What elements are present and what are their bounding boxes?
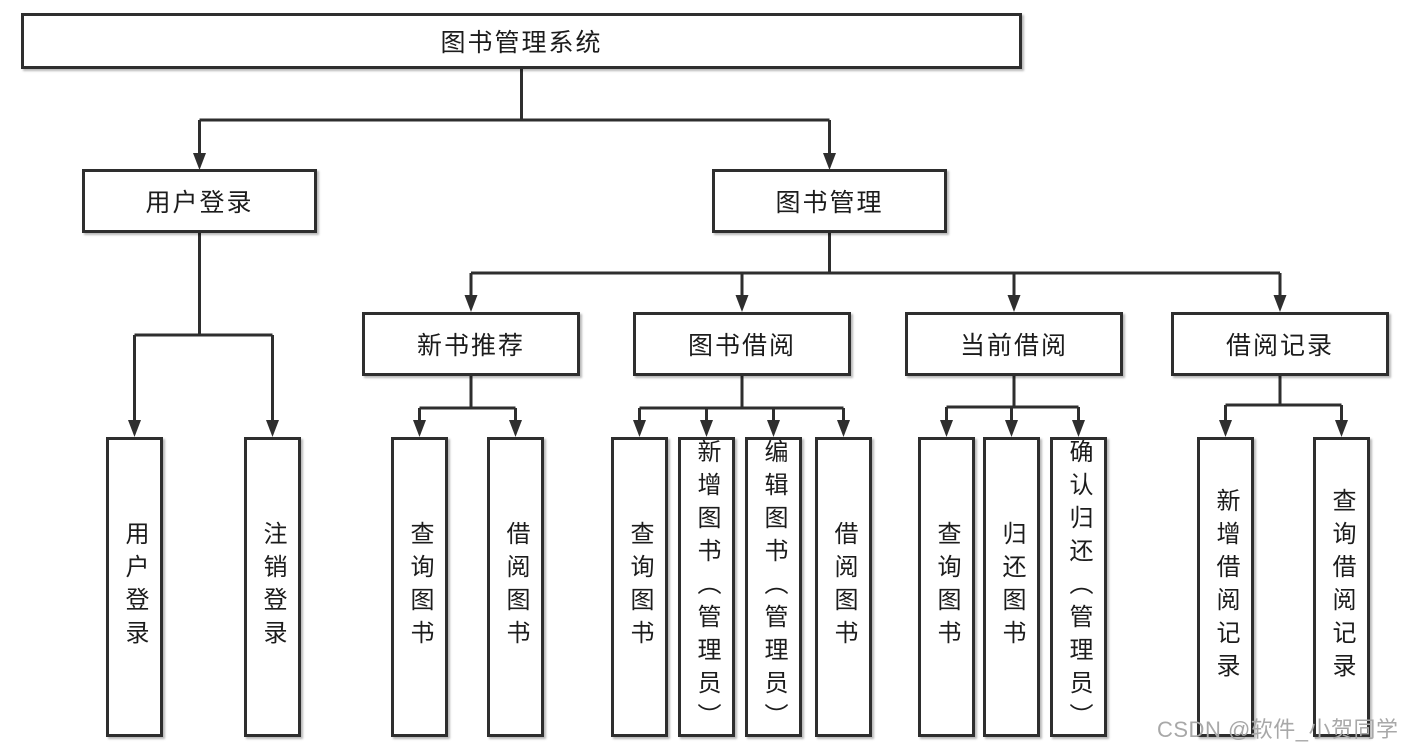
- leaf-logout: 注销登录: [244, 437, 301, 737]
- leaf-query-book-c-label: 查询图书: [933, 521, 960, 653]
- leaf-confirm-return-label: 确认归还（管理员）: [1065, 438, 1092, 736]
- leaf-confirm-return: 确认归还（管理员）: [1050, 437, 1107, 737]
- leaf-query-book-b-label: 查询图书: [626, 521, 653, 653]
- leaf-borrow-book-b-label: 借阅图书: [830, 521, 857, 653]
- node-book-mgmt: 图书管理: [712, 169, 947, 233]
- node-new-book-rec-label: 新书推荐: [416, 332, 525, 360]
- node-library-system-label: 图书管理系统: [440, 29, 603, 57]
- node-current-borrow-label: 当前借阅: [959, 332, 1068, 360]
- node-new-book-rec: 新书推荐: [362, 312, 580, 376]
- connector-root-to-level2: [193, 69, 836, 170]
- node-current-borrow: 当前借阅: [905, 312, 1123, 376]
- leaf-query-book-a: 查询图书: [391, 437, 448, 737]
- leaf-edit-book: 编辑图书（管理员）: [745, 437, 802, 737]
- node-borrow-record-label: 借阅记录: [1225, 332, 1334, 360]
- leaf-borrow-book-a: 借阅图书: [487, 437, 544, 737]
- node-library-system: 图书管理系统: [21, 13, 1022, 69]
- leaf-query-record-label: 查询借阅记录: [1328, 488, 1355, 686]
- connector-borrow-record-to-leaves: [1219, 376, 1348, 437]
- leaf-add-book: 新增图书（管理员）: [678, 437, 735, 737]
- connector-book-borrow-to-leaves: [633, 376, 850, 437]
- connector-current-borrow-to-leaves: [940, 376, 1085, 437]
- csdn-watermark: CSDN @软件_小贺同学: [1157, 717, 1399, 742]
- leaf-borrow-book-b: 借阅图书: [815, 437, 872, 737]
- leaf-return-book-label: 归还图书: [998, 521, 1025, 653]
- node-user-login-label: 用户登录: [145, 189, 254, 217]
- connector-user-login-to-leaves: [128, 233, 279, 437]
- leaf-query-book-b: 查询图书: [611, 437, 668, 737]
- connector-book-mgmt-to-level3: [464, 233, 1287, 312]
- leaf-user-login: 用户登录: [106, 437, 163, 737]
- leaf-add-record-label: 新增借阅记录: [1212, 488, 1239, 686]
- connector-new-book-rec-to-leaves: [413, 376, 522, 437]
- leaf-edit-book-label: 编辑图书（管理员）: [760, 438, 787, 736]
- leaf-return-book: 归还图书: [983, 437, 1040, 737]
- node-borrow-record: 借阅记录: [1171, 312, 1389, 376]
- leaf-user-login-label: 用户登录: [121, 521, 148, 653]
- node-book-borrow: 图书借阅: [633, 312, 851, 376]
- leaf-query-book-c: 查询图书: [918, 437, 975, 737]
- leaf-add-book-label: 新增图书（管理员）: [693, 438, 720, 736]
- leaf-add-record: 新增借阅记录: [1197, 437, 1254, 737]
- leaf-borrow-book-a-label: 借阅图书: [502, 521, 529, 653]
- leaf-query-record: 查询借阅记录: [1313, 437, 1370, 737]
- leaf-logout-label: 注销登录: [259, 521, 286, 653]
- node-book-mgmt-label: 图书管理: [775, 189, 884, 217]
- node-user-login: 用户登录: [82, 169, 317, 233]
- node-book-borrow-label: 图书借阅: [687, 332, 796, 360]
- leaf-query-book-a-label: 查询图书: [406, 521, 433, 653]
